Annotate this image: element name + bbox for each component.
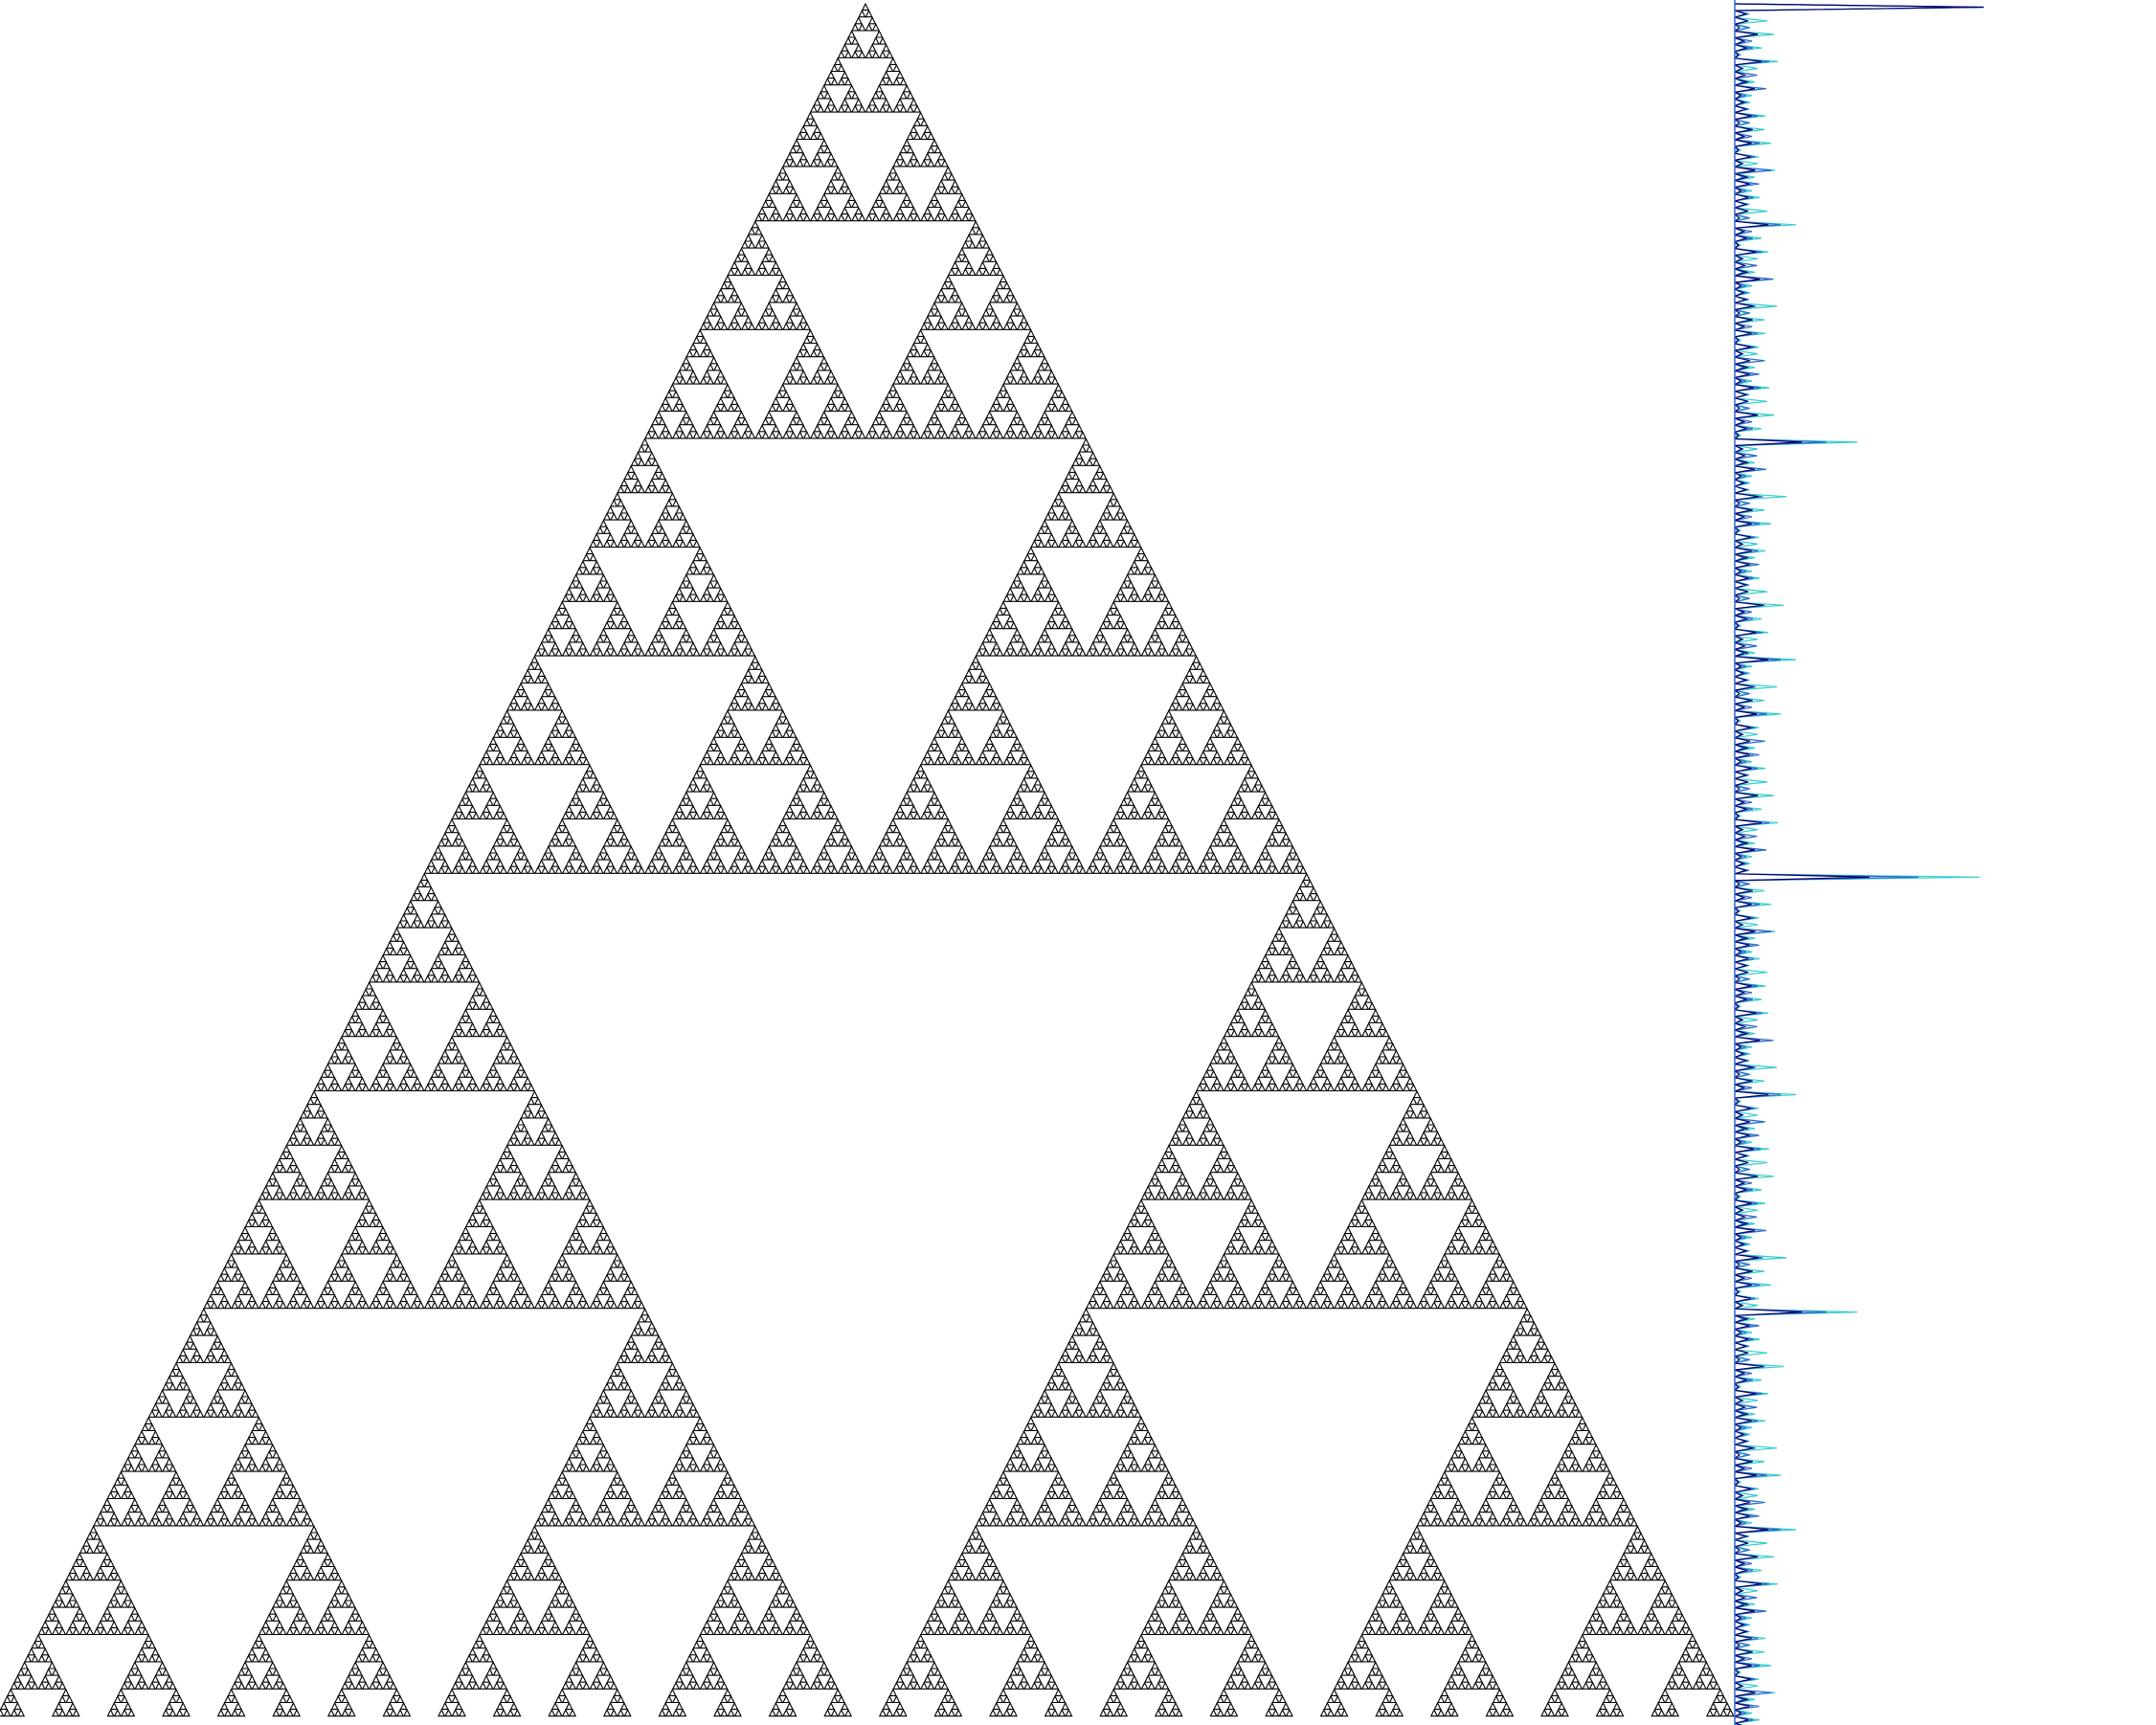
sierpinski-triangle-path [0, 2, 1735, 1717]
spike-series-0 [1734, 3, 1985, 1725]
spike-series-1 [1734, 3, 1985, 1725]
sierpinski-triangle [0, 2, 1735, 1717]
side-spike-plot [1734, 0, 1985, 1725]
spike-series-2 [1734, 3, 1985, 1725]
